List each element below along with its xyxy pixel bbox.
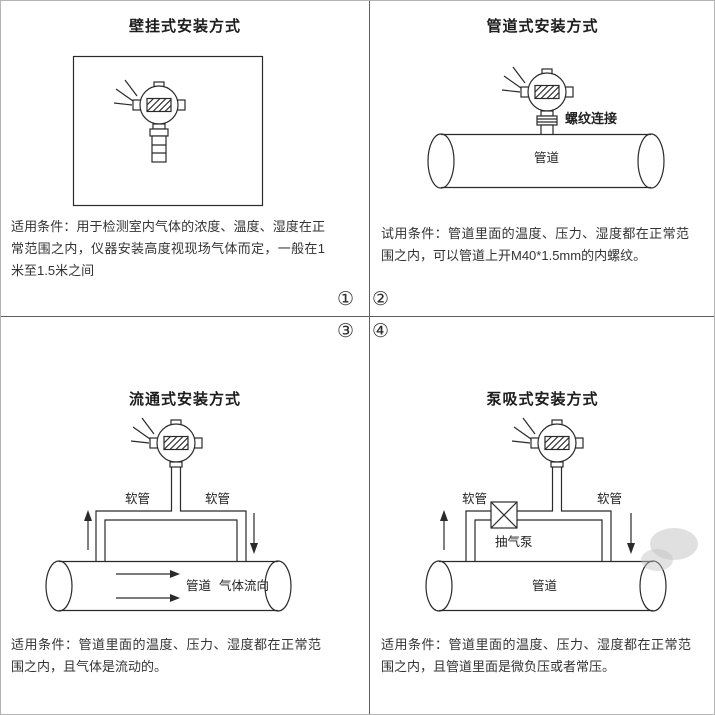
- gas-detector-icon: [113, 79, 186, 130]
- panel-title: 壁挂式安装方式: [128, 18, 241, 35]
- pipe-end-right: [637, 133, 665, 189]
- vertical-divider: [369, 1, 370, 714]
- gas-flow-direction-label: 气体流向: [219, 579, 270, 593]
- panel-description: 适用条件：管道里面的温度、压力、湿度都在正常范围之内，且气体是流动的。: [11, 637, 321, 674]
- panel-description: 试用条件：管道里面的温度、压力、湿度都在正常范围之内，可以管道上开M40*1.5…: [381, 226, 689, 263]
- room-outline: [72, 55, 264, 207]
- horizontal-divider: [1, 316, 714, 317]
- panel-pump-suction-mount: 泵吸式安装方式 软管 软管 抽气泵 管道 适用条件：管道里面的温度、压力、湿度都…: [369, 316, 714, 714]
- panel-wall-mount: 壁挂式安装方式 适用条件：用于检测室内气体的浓度、温度、湿度在正常范围之内，仪器…: [1, 1, 369, 316]
- panel-title: 管道式安装方式: [486, 18, 599, 35]
- hose-tee-outline: [465, 467, 612, 561]
- circled-number-4: ④: [372, 320, 390, 342]
- hose-label-right: 软管: [205, 492, 231, 506]
- pipe-body-fill: [59, 561, 278, 611]
- thread-connection-label: 螺纹连接: [565, 111, 618, 126]
- flow-arrow-1-head: [170, 570, 180, 578]
- pump-suction-diagram: [425, 417, 698, 612]
- panel-description: 适用条件：用于检测室内气体的浓度、温度、湿度在正常范围之内，仪器安装高度视现场气…: [11, 219, 325, 278]
- hose-label-left: 软管: [462, 492, 488, 506]
- arrow-down-head: [627, 543, 635, 554]
- hose-tee-outline: [95, 467, 247, 561]
- threaded-collar: [536, 115, 558, 126]
- suction-pump-cross: [490, 501, 518, 529]
- arrow-down-head: [250, 543, 258, 554]
- pipe-end-right: [264, 560, 292, 612]
- flow-through-diagram: [45, 417, 292, 612]
- smudge-artifact: [641, 549, 673, 571]
- sensor-ribs: [152, 144, 166, 154]
- gas-detector-icon: [130, 417, 203, 468]
- arrow-up-head: [84, 510, 92, 521]
- panel-title: 流通式安装方式: [128, 391, 241, 408]
- smudge-artifact: [650, 528, 698, 560]
- panel-title: 泵吸式安装方式: [486, 391, 599, 408]
- pipe-label: 管道: [186, 579, 212, 593]
- hose-label-left: 软管: [125, 492, 151, 506]
- circled-number-2: ②: [372, 288, 390, 310]
- pipe-end-left: [425, 560, 453, 612]
- wall-mount-diagram: [72, 55, 264, 207]
- circled-number-3: ③: [337, 320, 355, 342]
- pipe-body-lines: [439, 560, 653, 612]
- gas-detector-icon: [501, 66, 574, 117]
- gas-detector-icon: [511, 417, 584, 468]
- connection-neck: [540, 124, 554, 136]
- pipe-body-lines: [59, 560, 278, 612]
- pipe-label: 管道: [534, 151, 560, 165]
- pipeline-mount-diagram: [427, 66, 665, 189]
- circled-number-1: ①: [337, 288, 355, 310]
- arrow-up-head: [440, 510, 448, 521]
- pipe-end-right: [639, 560, 667, 612]
- panel-description: 适用条件：管道里面的温度、压力、湿度都在正常范围之内，且管道里面是微负压或者常压…: [381, 637, 691, 674]
- pipe-label: 管道: [532, 579, 558, 593]
- sensor-cylinder: [151, 135, 167, 163]
- panel-flow-through-mount: 流通式安装方式 软管 软管 管道 气体流向 适用条件：管道里面的温度、压力、湿度…: [1, 316, 369, 714]
- sensor-collar: [149, 128, 169, 137]
- hose-label-right: 软管: [597, 492, 623, 506]
- thread-lines: [537, 118, 557, 123]
- pipe-end-left: [427, 133, 455, 189]
- pipe-end-left: [45, 560, 73, 612]
- suction-pump-label: 抽气泵: [495, 535, 533, 549]
- pipe-body-fill: [439, 561, 653, 611]
- pipe-body-fill: [441, 134, 651, 188]
- panel-pipeline-mount: 管道式安装方式 螺纹连接 管道 试用条件：管道里面的温度、压力、湿度都在正常范围…: [369, 1, 714, 316]
- flow-arrow-2-head: [170, 594, 180, 602]
- pipe-body-lines: [441, 133, 651, 189]
